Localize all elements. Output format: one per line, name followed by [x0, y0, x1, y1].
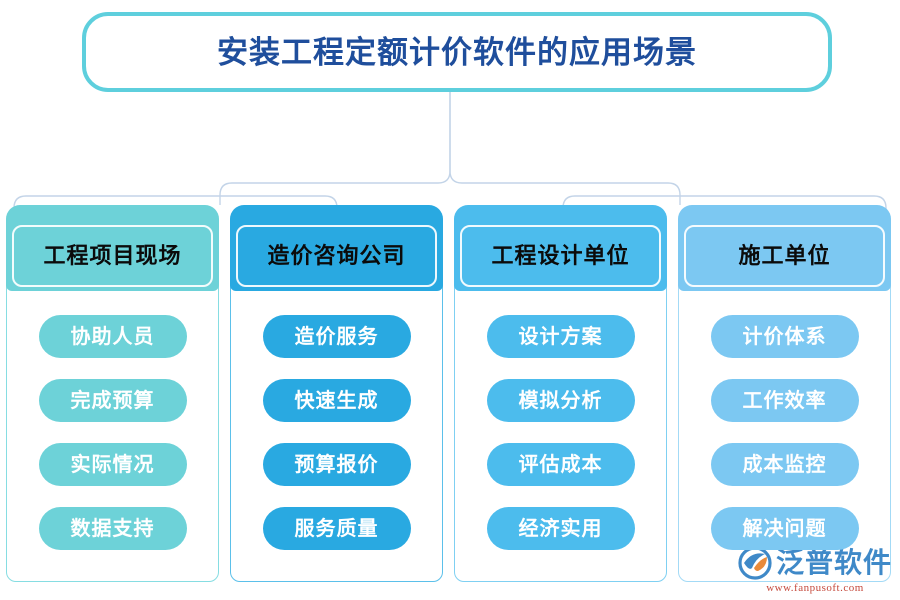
column-design-institute: 工程设计单位 设计方案 模拟分析 评估成本 经济实用 [454, 205, 667, 582]
connector-trunk-left [219, 92, 451, 205]
list-item-label: 快速生成 [294, 389, 379, 412]
column-engineering-site: 工程项目现场 协助人员 完成预算 实际情况 数据支持 [6, 205, 219, 582]
list-item-label: 评估成本 [518, 453, 603, 476]
column-header-inner-2: 造价咨询公司 [236, 225, 437, 287]
list-item[interactable]: 解决问题 [710, 507, 859, 550]
page-title: 安装工程定额计价软件的应用场景 [217, 34, 697, 70]
column-header-label-2: 造价咨询公司 [267, 243, 406, 268]
list-item[interactable]: 计价体系 [710, 315, 859, 358]
list-item[interactable]: 工作效率 [710, 379, 859, 422]
list-item-label: 模拟分析 [518, 389, 603, 412]
column-items-1: 协助人员 完成预算 实际情况 数据支持 [6, 315, 219, 550]
list-item-label: 设计方案 [518, 325, 603, 348]
column-items-2: 造价服务 快速生成 预算报价 服务质量 [230, 315, 443, 550]
list-item-label: 解决问题 [742, 517, 827, 540]
list-item[interactable]: 数据支持 [38, 507, 187, 550]
list-item-label: 工作效率 [742, 389, 827, 412]
list-item-label: 计价体系 [742, 325, 827, 348]
list-item-label: 造价服务 [294, 325, 379, 348]
column-header-label-1: 工程项目现场 [43, 243, 182, 268]
column-header-inner-3: 工程设计单位 [460, 225, 661, 287]
column-header-label-4: 施工单位 [738, 243, 831, 268]
list-item[interactable]: 实际情况 [38, 443, 187, 486]
column-construction-unit: 施工单位 计价体系 工作效率 成本监控 解决问题 [678, 205, 891, 582]
columns-container: 工程项目现场 协助人员 完成预算 实际情况 数据支持 造价咨询公司 造价服务 快… [6, 205, 894, 585]
diagram-title-box: 安装工程定额计价软件的应用场景 [82, 12, 832, 92]
column-items-3: 设计方案 模拟分析 评估成本 经济实用 [454, 315, 667, 550]
column-header-4[interactable]: 施工单位 [678, 205, 891, 291]
watermark-row: 泛普软件 [738, 546, 892, 580]
column-header-inner-1: 工程项目现场 [12, 225, 213, 287]
watermark-brand: 泛普软件 [775, 547, 892, 578]
list-item-label: 协助人员 [70, 325, 155, 348]
column-header-inner-4: 施工单位 [684, 225, 885, 287]
connector-trunk-right [449, 92, 681, 205]
list-item-label: 成本监控 [742, 453, 827, 476]
list-item-label: 服务质量 [294, 517, 379, 540]
column-items-4: 计价体系 工作效率 成本监控 解决问题 [678, 315, 891, 550]
fanpu-logo-icon [738, 546, 772, 580]
list-item[interactable]: 预算报价 [262, 443, 411, 486]
list-item[interactable]: 评估成本 [486, 443, 635, 486]
list-item[interactable]: 成本监控 [710, 443, 859, 486]
list-item-label: 实际情况 [70, 453, 155, 476]
list-item[interactable]: 协助人员 [38, 315, 187, 358]
watermark: 泛普软件 www.fanpusoft.com [738, 546, 892, 594]
watermark-url: www.fanpusoft.com [766, 582, 864, 594]
list-item[interactable]: 服务质量 [262, 507, 411, 550]
column-header-2[interactable]: 造价咨询公司 [230, 205, 443, 291]
column-cost-consulting: 造价咨询公司 造价服务 快速生成 预算报价 服务质量 [230, 205, 443, 582]
connector-group [13, 92, 887, 214]
list-item-label: 完成预算 [70, 389, 155, 412]
list-item[interactable]: 造价服务 [262, 315, 411, 358]
column-header-3[interactable]: 工程设计单位 [454, 205, 667, 291]
list-item[interactable]: 快速生成 [262, 379, 411, 422]
list-item[interactable]: 经济实用 [486, 507, 635, 550]
column-header-label-3: 工程设计单位 [491, 243, 630, 268]
list-item[interactable]: 完成预算 [38, 379, 187, 422]
list-item-label: 预算报价 [294, 453, 379, 476]
list-item-label: 经济实用 [518, 517, 603, 540]
list-item-label: 数据支持 [70, 517, 155, 540]
list-item[interactable]: 设计方案 [486, 315, 635, 358]
column-header-1[interactable]: 工程项目现场 [6, 205, 219, 291]
list-item[interactable]: 模拟分析 [486, 379, 635, 422]
